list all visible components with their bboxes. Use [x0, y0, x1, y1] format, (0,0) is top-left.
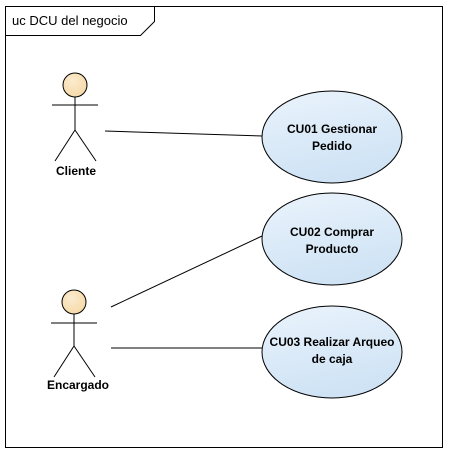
actor-head	[62, 72, 88, 98]
frame-title: uc DCU del negocio	[12, 13, 128, 28]
use-case-cu01-label-line2: Pedido	[312, 139, 352, 153]
use-case-ellipse	[261, 305, 403, 399]
use-case-cu03-label-line1: CU03 Realizar Arqueo	[270, 335, 395, 349]
use-case-cu02[interactable]: CU02 Comprar Producto	[261, 192, 403, 286]
actor-cliente[interactable]: Cliente	[52, 72, 98, 178]
use-case-cu03[interactable]: CU03 Realizar Arqueo de caja	[261, 305, 403, 399]
actor-left-leg	[54, 129, 76, 162]
actor-right-leg	[74, 129, 97, 162]
actor-encargado[interactable]: Encargado	[47, 289, 109, 392]
actor-left-leg	[53, 345, 75, 378]
actor-cliente-label: Cliente	[56, 164, 96, 178]
use-case-cu02-label-line2: Producto	[306, 242, 359, 256]
use-case-cu01[interactable]: CU01 Gestionar Pedido	[261, 90, 403, 184]
use-case-ellipse	[261, 90, 403, 184]
association-cliente-cu01	[104, 130, 264, 137]
use-case-cu03-label-line2: de caja	[312, 352, 353, 366]
use-case-ellipse	[261, 192, 403, 286]
actor-encargado-label: Encargado	[47, 378, 109, 392]
actor-head	[61, 289, 87, 315]
use-case-cu02-label-line1: CU02 Comprar	[290, 225, 374, 239]
frame-title-tab	[5, 6, 155, 36]
association-encargado-cu02	[110, 235, 263, 308]
actor-right-leg	[73, 345, 96, 378]
use-case-cu01-label-line1: CU01 Gestionar	[287, 122, 377, 136]
associations	[104, 130, 264, 349]
